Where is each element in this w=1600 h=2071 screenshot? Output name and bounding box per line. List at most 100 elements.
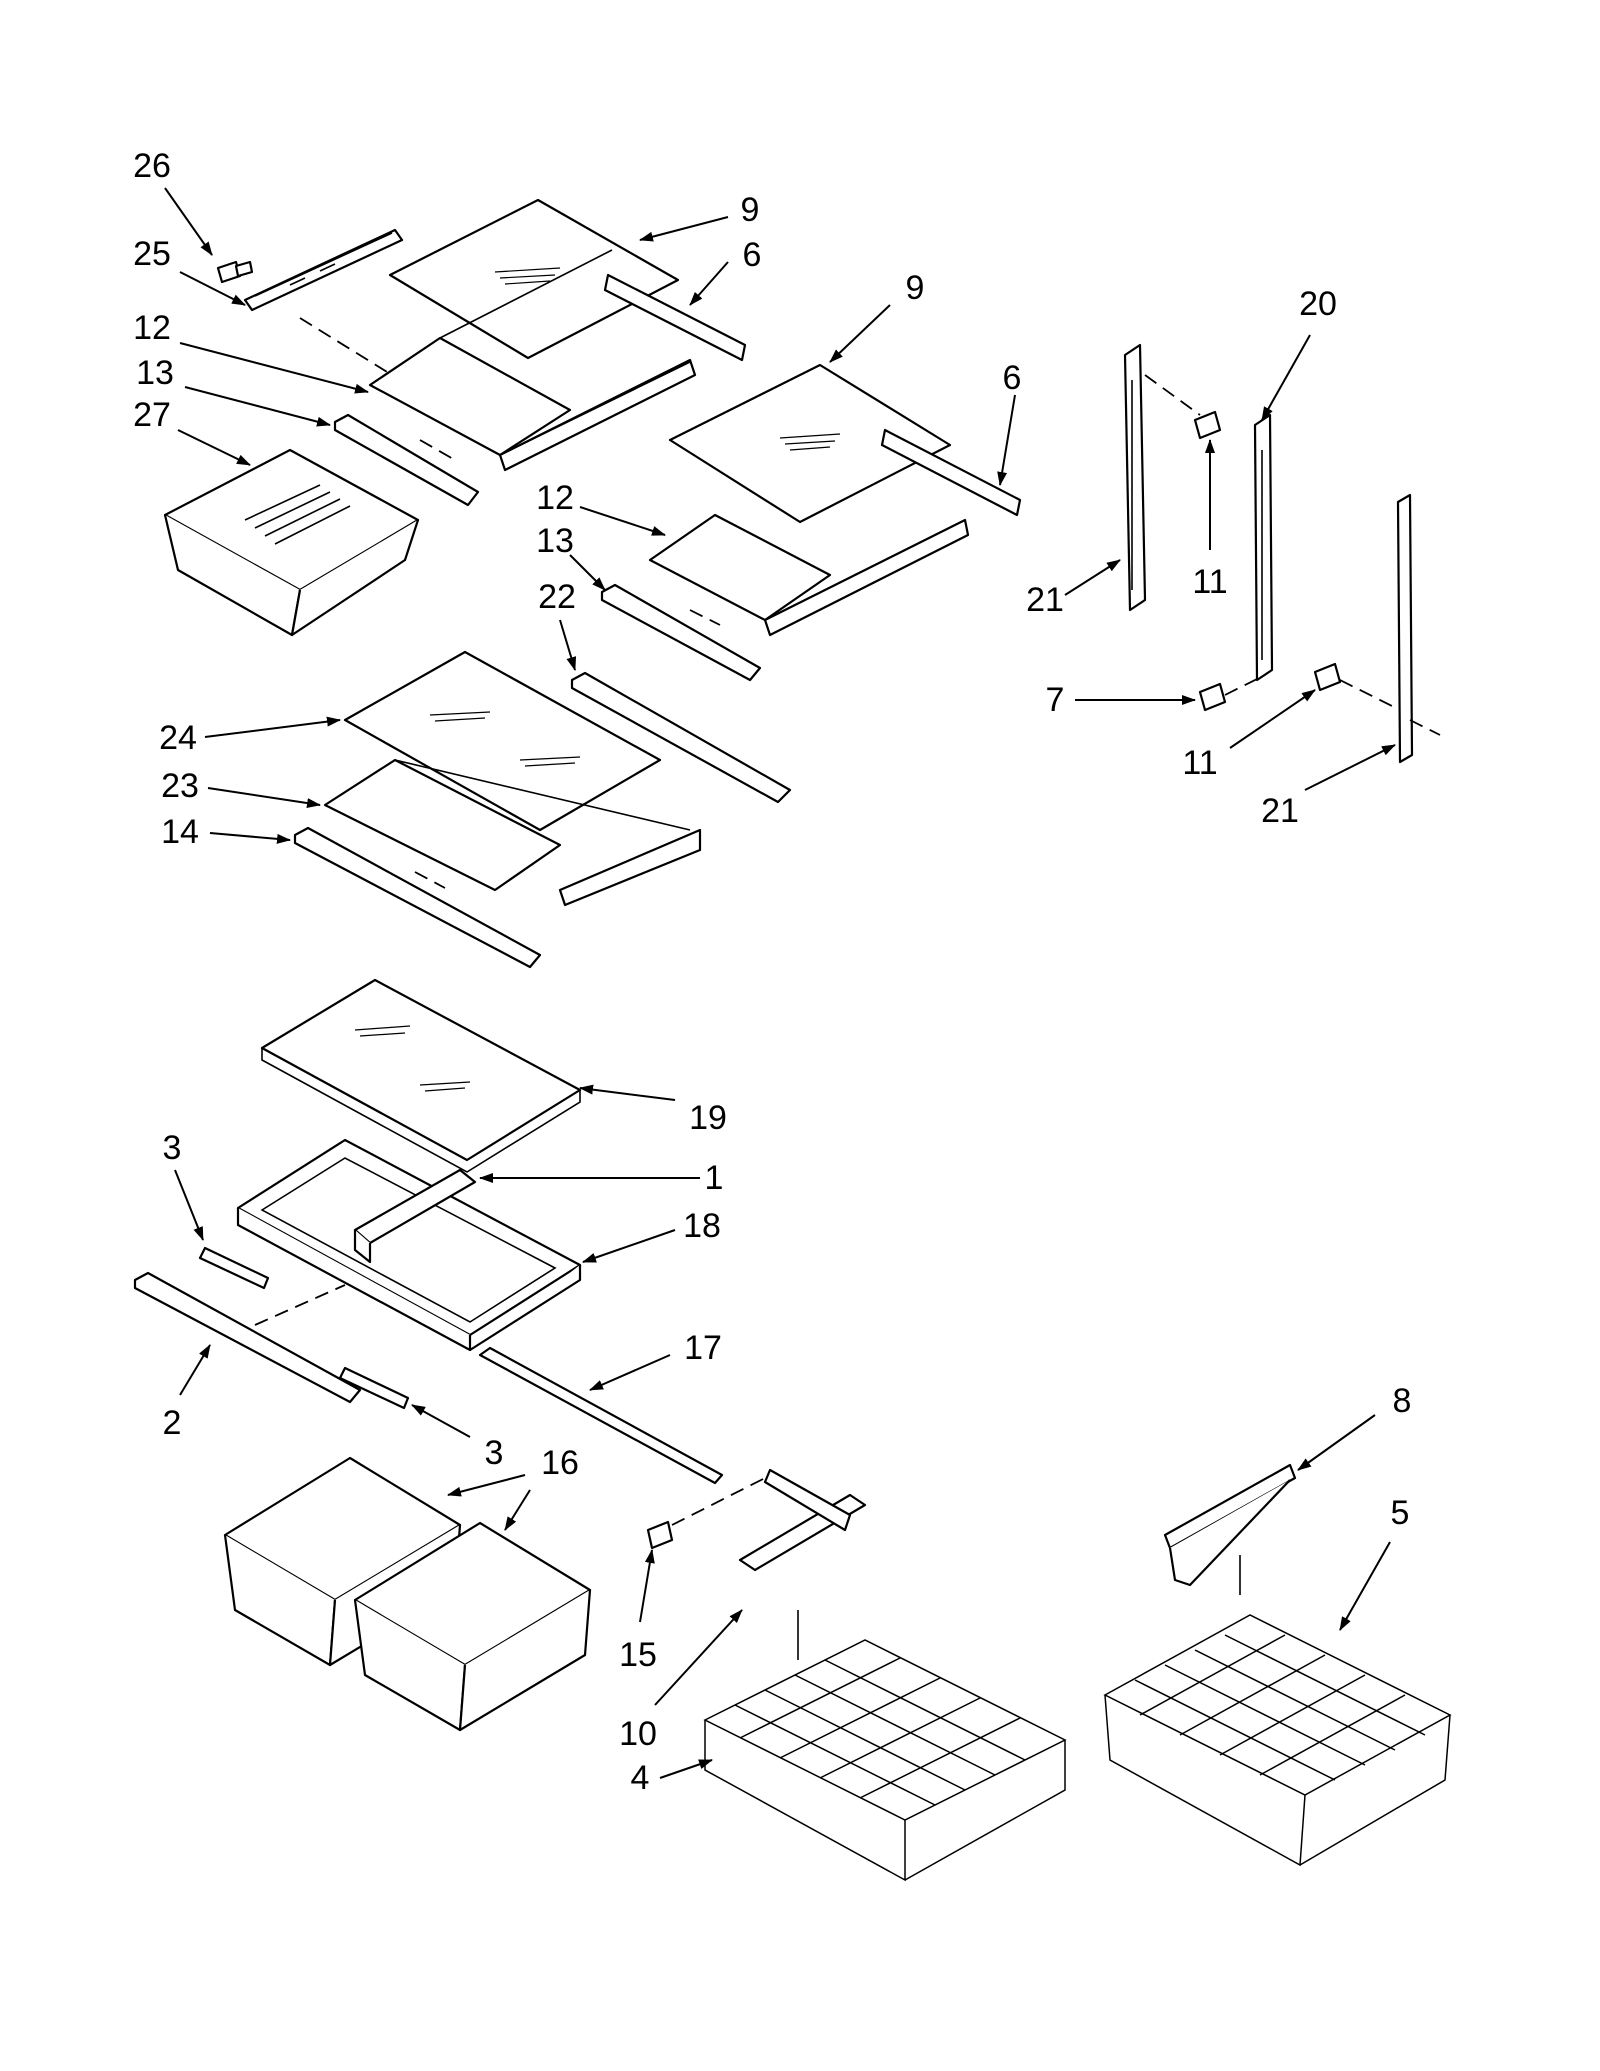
leader-22 <box>559 619 577 671</box>
callout-12: 12 <box>536 479 574 517</box>
leader-16a <box>447 1474 526 1497</box>
leader-5 <box>1339 1541 1391 1631</box>
crisper-drawer-27 <box>163 448 420 637</box>
shelf-frame-12a <box>368 249 697 472</box>
callout-25: 25 <box>133 235 171 273</box>
leader-21a <box>1064 559 1121 596</box>
callout-13: 13 <box>136 354 174 392</box>
callout-1: 1 <box>705 1159 724 1197</box>
leader-2 <box>179 1344 211 1396</box>
trim-13b <box>600 583 762 682</box>
shelf-frame-23 <box>323 758 702 907</box>
callout-9: 9 <box>741 191 760 229</box>
leader-17 <box>589 1354 671 1391</box>
callout-5: 5 <box>1391 1494 1410 1532</box>
callout-23: 23 <box>161 767 199 805</box>
leader-6b <box>997 394 1016 486</box>
callout-2: 2 <box>163 1404 182 1442</box>
leader-lines <box>164 187 1396 1779</box>
callout-6: 6 <box>1003 359 1022 397</box>
leader-3a <box>174 1169 204 1241</box>
leader-13a <box>184 386 331 427</box>
callout-24: 24 <box>159 719 197 757</box>
callout-3: 3 <box>163 1129 182 1167</box>
slider-1 <box>353 1168 477 1264</box>
assembly-line <box>414 871 446 889</box>
callout-19: 19 <box>689 1099 727 1137</box>
callout-22: 22 <box>538 578 576 616</box>
assembly-line <box>1144 374 1201 416</box>
assembly-line <box>671 1477 766 1526</box>
glass-shelf-9a <box>388 198 680 360</box>
shelf-support-21a <box>1123 343 1147 612</box>
callout-17: 17 <box>684 1329 722 1367</box>
trim-13a <box>333 413 480 507</box>
leader-4 <box>659 1759 713 1779</box>
leader-3b <box>411 1404 471 1438</box>
wire-basket-4 <box>703 1639 1067 1882</box>
callout-14: 14 <box>161 813 199 851</box>
leader-27 <box>177 429 251 466</box>
leader-12a <box>179 342 369 394</box>
leader-25 <box>179 271 246 306</box>
shelf-slide-rail <box>243 228 404 312</box>
callout-9: 9 <box>906 269 925 307</box>
clip-3a <box>198 1246 270 1290</box>
callout-18: 18 <box>683 1207 721 1245</box>
leader-8 <box>1297 1414 1376 1471</box>
callout-21: 21 <box>1026 581 1064 619</box>
leader-18 <box>582 1229 676 1263</box>
assembly-line <box>1224 674 1266 696</box>
crisper-drawer-16b <box>353 1521 592 1732</box>
leader-19 <box>579 1084 676 1101</box>
leader-13b <box>569 554 606 591</box>
shelf-support-21b <box>1396 493 1414 764</box>
screw-7 <box>1198 682 1227 712</box>
divider-10 <box>738 1468 867 1572</box>
leader-26 <box>164 187 213 256</box>
callout-4: 4 <box>631 1759 650 1797</box>
leader-9b <box>829 304 891 363</box>
rail-6b <box>880 428 1022 517</box>
leader-15 <box>639 1549 655 1623</box>
assembly-line <box>299 317 401 381</box>
assembly-line <box>689 609 721 626</box>
callout-11: 11 <box>1182 744 1217 782</box>
screw-26 <box>216 260 254 284</box>
trim-14 <box>293 826 542 969</box>
leader-14 <box>209 832 291 844</box>
leader-6a <box>689 261 729 306</box>
callout-20: 20 <box>1299 285 1337 323</box>
callout-11: 11 <box>1192 563 1227 601</box>
rod-17 <box>478 1346 724 1485</box>
callout-6: 6 <box>743 236 762 274</box>
callout-13: 13 <box>536 522 574 560</box>
trim-2 <box>133 1271 362 1404</box>
callout-27: 27 <box>133 396 171 434</box>
shelf-frame-12b <box>648 513 970 637</box>
callout-8: 8 <box>1393 1382 1412 1420</box>
glass-panel-19 <box>260 978 582 1173</box>
rail-6a <box>603 273 747 362</box>
glass-shelf-24 <box>343 650 662 832</box>
leader-21b <box>1304 744 1396 791</box>
callout-15: 15 <box>619 1636 657 1674</box>
callout-16: 16 <box>541 1444 579 1482</box>
callout-7: 7 <box>1046 681 1065 719</box>
shelf-support-20 <box>1253 413 1274 682</box>
leader-11b <box>1229 689 1316 749</box>
leader-16b <box>504 1489 531 1531</box>
callout-3: 3 <box>485 1434 504 1472</box>
leader-23 <box>207 787 321 808</box>
crisper-cover-18 <box>236 1138 582 1352</box>
rail-22 <box>570 671 792 804</box>
assembly-line <box>1339 679 1441 736</box>
leader-10 <box>654 1609 743 1706</box>
leader-9a <box>639 216 729 242</box>
glass-shelf-9b <box>668 363 952 524</box>
leader-20 <box>1261 334 1311 421</box>
assembly-line <box>254 1284 346 1326</box>
callout-10: 10 <box>619 1715 657 1753</box>
